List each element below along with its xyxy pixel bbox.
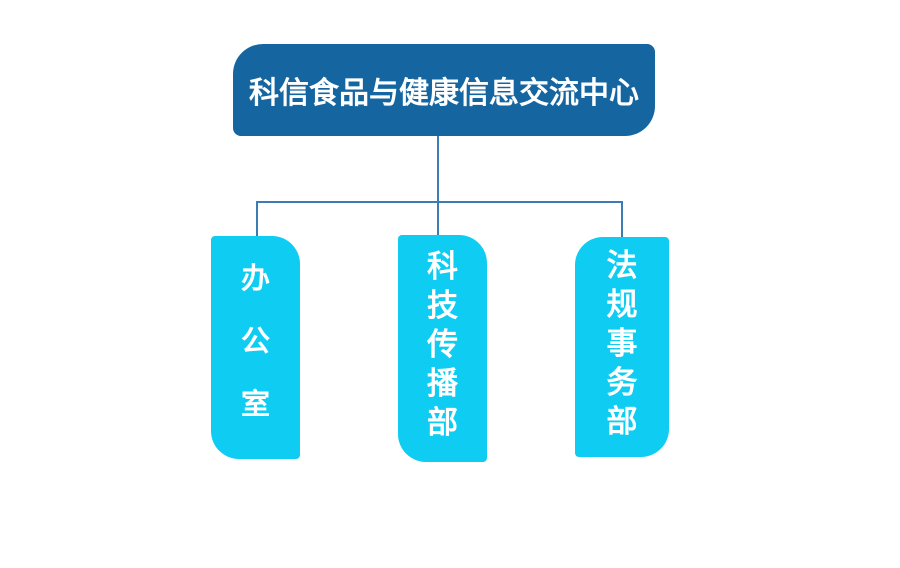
department-node-office: 办公室 <box>211 236 300 459</box>
connector-stub-regulatory-affairs <box>621 201 623 237</box>
department-label-office: 办公室 <box>240 263 270 421</box>
department-node-regulatory-affairs: 法规事务部 <box>575 237 669 457</box>
department-node-tech-communication: 科技传播部 <box>398 235 487 462</box>
connector-root-drop-line <box>437 136 439 202</box>
org-chart-root-node: 科信食品与健康信息交流中心 <box>233 44 655 136</box>
connector-stub-office <box>256 201 258 237</box>
department-label-tech-communication: 科技传播部 <box>427 249 458 440</box>
connector-horizontal-line <box>256 201 623 203</box>
root-node-label: 科信食品与健康信息交流中心 <box>249 77 639 110</box>
department-label-regulatory-affairs: 法规事务部 <box>606 247 638 439</box>
connector-stub-tech-communication <box>437 201 439 237</box>
